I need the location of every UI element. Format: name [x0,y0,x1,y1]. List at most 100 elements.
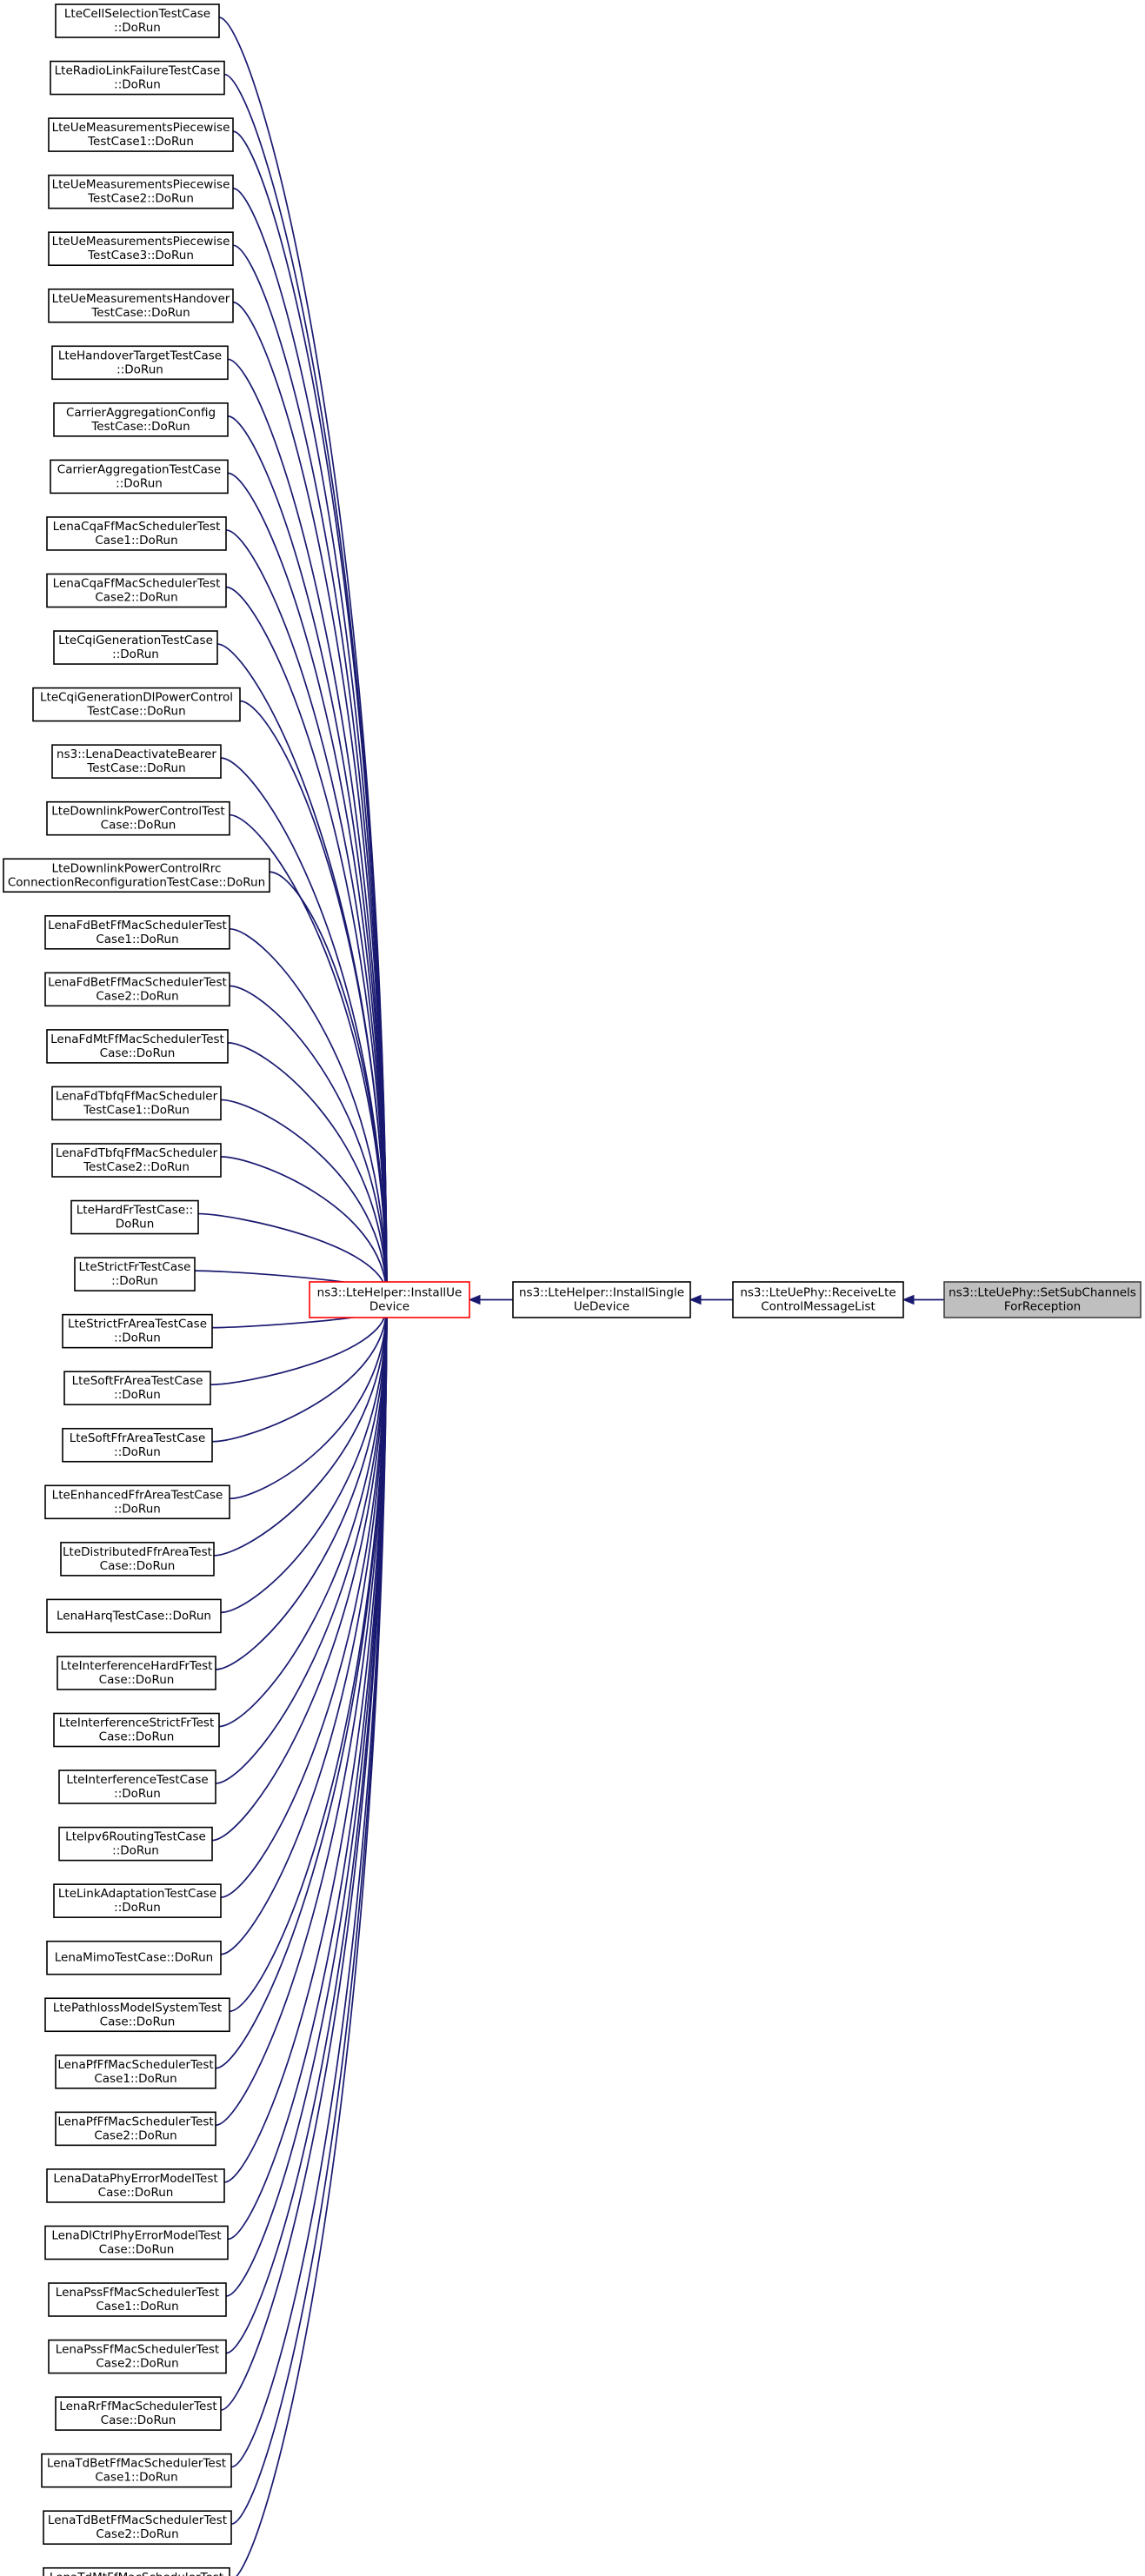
caller-node[interactable]: LteIpv6RoutingTestCase::DoRun [58,1826,213,1862]
caller-node-label-line: LenaTdMtFfMacSchedulerTest [50,2571,223,2576]
caller-node-label-line: Case::DoRun [100,1046,176,1060]
caller-node[interactable]: LteDownlinkPowerControlRrcConnectionReco… [3,858,270,893]
caller-node-label-line: LenaRrFfMacSchedulerTest [59,2400,216,2413]
set-sub-channels-for-reception-node[interactable]: ns3::LteUePhy::SetSubChannelsForReceptio… [943,1281,1142,1318]
call-edge [220,1156,388,1292]
call-edge [236,1314,388,2576]
caller-node[interactable]: LenaTdMtFfMacSchedulerTestCase::DoRun [43,2566,230,2576]
caller-node[interactable]: LteLinkAdaptationTestCase::DoRun [53,1883,222,1918]
caller-node-box [44,1997,230,2033]
install-ue-device-node-box [309,1281,470,1318]
call-edge [220,1311,388,1898]
receive-lte-control-message-list-node[interactable]: ns3::LteUePhy::ReceiveLteControlMessageL… [732,1281,904,1318]
caller-node-label-line: LteRadioLinkFailureTestCase [55,64,221,78]
caller-node-box [44,972,230,1007]
caller-node[interactable]: LteStrictFrTestCase::DoRun [74,1257,196,1291]
call-edge [220,1311,388,1955]
caller-node[interactable]: LteSoftFfrAreaTestCase::DoRun [62,1427,213,1463]
call-edge [220,1313,388,2411]
caller-node-label-line: TestCase2::DoRun [87,192,194,206]
caller-node[interactable]: LteCellSelectionTestCase::DoRun [55,3,220,38]
caller-node-label-line: Case::DoRun [99,1730,175,1744]
caller-node-label-line: Case::DoRun [98,2186,174,2200]
caller-node[interactable]: LteEnhancedFfrAreaTestCase::DoRun [44,1484,230,1520]
call-edge [225,1313,388,2297]
caller-node[interactable]: LteHandoverTargetTestCase::DoRun [51,345,229,381]
call-edge [220,1099,388,1292]
caller-node[interactable]: LteInterferenceTestCase::DoRun [58,1769,216,1804]
caller-node-label-line: LenaPfFfMacSchedulerTest [57,2115,213,2128]
call-edge [232,244,388,1289]
caller-node[interactable]: LteStrictFrAreaTestCase::DoRun [62,1313,213,1349]
caller-node-label-line: LenaPssFfMacSchedulerTest [56,2343,219,2357]
caller-node-label-line: CarrierAggregationConfig [66,406,216,420]
caller-node[interactable]: LenaMimoTestCase::DoRun [46,1940,222,1975]
set-sub-channels-for-reception-node-label-line: ForReception [1004,1300,1081,1314]
caller-node-label-line: ::DoRun [114,1502,161,1516]
caller-node-label-line: LteLinkAdaptationTestCase [58,1887,216,1901]
caller-node-label-line: LteInterferenceTestCase [66,1773,208,1787]
call-edge [213,1311,388,1557]
caller-node[interactable]: LteRadioLinkFailureTestCase::DoRun [50,60,225,96]
caller-node[interactable]: LteSoftFrAreaTestCase::DoRun [63,1371,211,1405]
caller-node-label-line: LenaPfFfMacSchedulerTest [57,2058,213,2072]
caller-node-label-line: Case::DoRun [100,2015,176,2028]
caller-node-label-line: LteUeMeasurementsHandover [52,292,230,306]
caller-node-box [55,3,220,38]
caller-node-box [46,1029,229,1064]
caller-node[interactable]: LteCqiGenerationDlPowerControlTestCase::… [32,687,241,722]
call-edge [215,1312,388,2069]
caller-node-label-line: LenaDataPhyErrorModelTest [53,2172,217,2186]
caller-node-label-line: TestCase::DoRun [86,761,185,775]
caller-node[interactable]: LteUeMeasurementsPiecewiseTestCase2::DoR… [48,174,234,209]
caller-node-label-line: LteUeMeasurementsPiecewise [52,235,230,249]
caller-node[interactable]: LteUeMeasurementsPiecewiseTestCase1::DoR… [48,117,234,152]
caller-node[interactable]: LteCqiGenerationTestCase::DoRun [53,630,218,665]
caller-node[interactable]: LteUeMeasurementsPiecewiseTestCase3::DoR… [48,231,234,267]
call-edge [232,130,388,1289]
caller-node-box [53,1883,222,1918]
install-single-ue-device-node-box [512,1281,691,1318]
caller-node-label-line: LteCellSelectionTestCase [64,7,210,21]
caller-node-label-line: Case1::DoRun [96,933,178,946]
caller-node-box [43,2510,232,2545]
caller-node-label-line: ::DoRun [111,1274,158,1288]
call-edge [227,358,388,1290]
caller-node-box [46,573,227,608]
caller-node-label-line: ::DoRun [114,1331,161,1345]
call-edge [229,927,388,1291]
caller-node[interactable]: CarrierAggregationTestCase::DoRun [50,459,229,495]
caller-node[interactable]: LteHardFrTestCase::DoRun [70,1199,199,1235]
caller-node[interactable]: LenaHarqTestCase::DoRun [46,1598,222,1634]
call-edge [211,1310,388,1443]
caller-node-label-line: LteDownlinkPowerControlTest [51,805,224,819]
call-edge [225,1313,388,2354]
